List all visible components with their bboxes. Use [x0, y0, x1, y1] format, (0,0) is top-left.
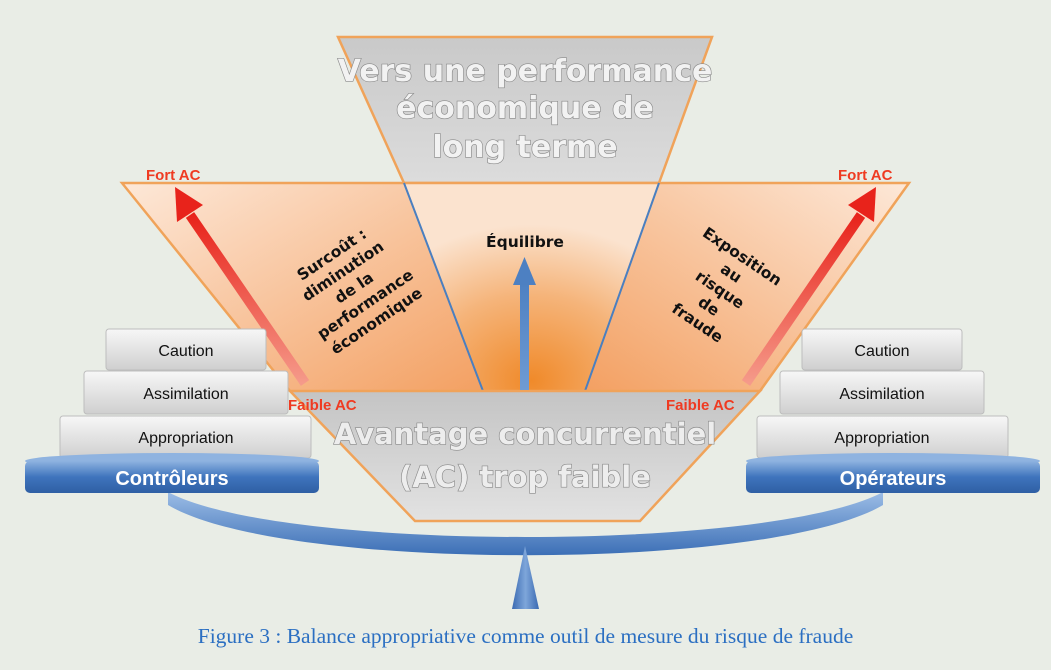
right-block-assimilation-label: Assimilation — [839, 386, 924, 403]
top-title-line-3: long terme — [432, 130, 617, 165]
top-title-line-2: économique de — [396, 91, 654, 126]
left-block-caution — [105, 328, 267, 371]
center-region — [404, 183, 659, 391]
bottom-title-line-2: (AC) trop faible — [399, 460, 651, 494]
right-plate — [746, 461, 1040, 493]
right-divider-line — [584, 182, 660, 392]
bottom-triangle — [287, 389, 763, 523]
faible-ac-right-label: Faible AC — [666, 397, 735, 414]
right-block-caution-label: Caution — [854, 343, 909, 360]
left-block-assimilation-label: Assimilation — [143, 386, 228, 403]
fulcrum — [512, 546, 539, 609]
figure-caption: Figure 3 : Balance appropriative comme o… — [197, 624, 854, 648]
center-label: Équilibre — [486, 232, 564, 251]
left-divider-line — [403, 182, 484, 392]
orange-band-outline — [119, 181, 912, 392]
left-region-label: Surcoût : diminution de la performance é… — [294, 225, 426, 358]
right-block-appropriation-label: Appropriation — [834, 430, 929, 447]
right-region — [585, 183, 909, 391]
top-title-line-1: Vers une performance — [338, 54, 713, 89]
left-red-arrow — [175, 187, 310, 386]
right-red-arrow — [741, 187, 876, 386]
left-region — [122, 183, 483, 391]
right-block-caution — [801, 328, 963, 371]
fort-ac-left-label: Fort AC — [146, 167, 201, 184]
fort-ac-right-label: Fort AC — [838, 167, 893, 184]
bottom-title-line-1: Avantage concurrentiel — [334, 417, 716, 451]
balance-beam — [168, 492, 883, 556]
right-stack: Caution Assimilation Appropriation Opéra… — [746, 328, 1040, 493]
equilibrium-arrow — [513, 257, 536, 390]
left-block-caution-label: Caution — [158, 343, 213, 360]
left-plate — [25, 461, 319, 493]
right-plate-label: Opérateurs — [840, 468, 947, 490]
right-block-assimilation — [779, 370, 985, 415]
left-block-assimilation — [83, 370, 289, 415]
faible-ac-left-label: Faible AC — [288, 397, 357, 414]
left-stack: Caution Assimilation Appropriation Contr… — [25, 328, 319, 493]
left-block-appropriation-label: Appropriation — [138, 430, 233, 447]
left-plate-label: Contrôleurs — [115, 468, 228, 490]
